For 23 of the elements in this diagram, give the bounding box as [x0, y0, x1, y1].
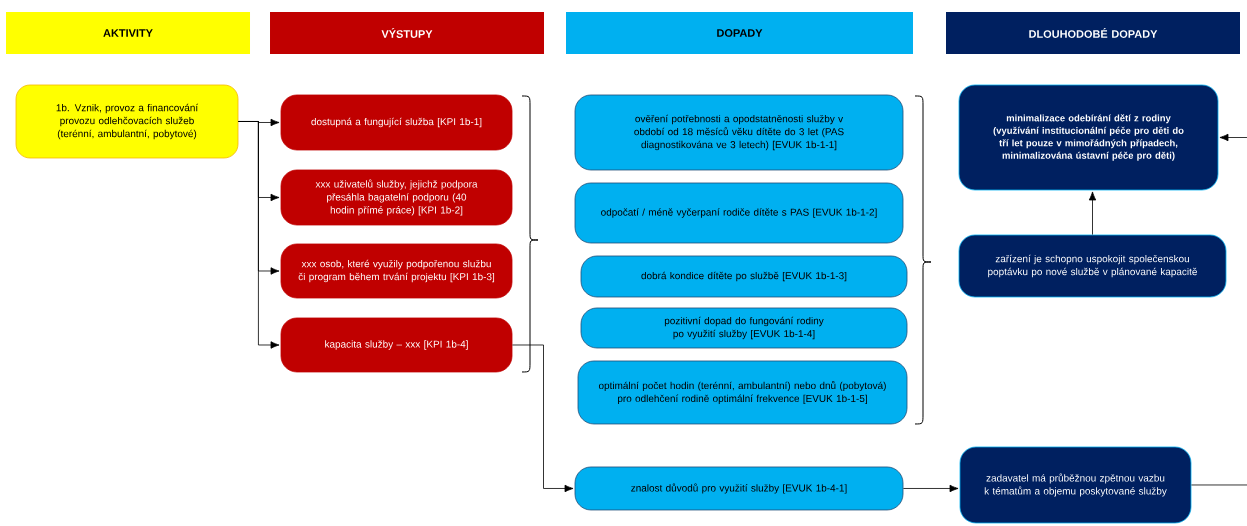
long-term-impact-box: zařízení je schopno uspokojit společenskou poptávku po nové službě v plánované kapacitě — [958, 234, 1227, 298]
arrow — [1088, 191, 1097, 235]
impact-box: pozitivní dopad do fungování rodiny po využití služby [EVUK 1b-1-4] — [580, 307, 908, 349]
impact-box: ověření potřebnosti a opodstatněnosti služby v období od 18 měsíců věku dítěte do 3 let (PAS diagnostikována ve 3 letech) [EVUK 1b-1-1] — [574, 94, 904, 171]
long-term-impact-box: zadavatel má průběžnou zpětnou vazbu k tématům a objemu poskytované služby — [959, 446, 1192, 524]
arrow — [512, 344, 574, 493]
activity-box: 1b. Vznik, provoz a financování provozu odlehčovacích služeb (terénní, ambulantní, pobytové) — [15, 84, 239, 159]
output-box: xxx uživatelů služby, jejichž podpora přesáhla bagatelní podporu (40 hodin přímé práce) [KPI 1b-2] — [280, 169, 513, 226]
long-term-impact-box: minimalizace odebírání dětí z rodiny (využívání institucionální péče pro děti do tří let pouze v mimořádných případech, minimalizována ústavní péče pro děti) — [958, 84, 1219, 191]
output-box: xxx osob, které využily podpořenou službu či program během trvání projektu [KPI 1b-3] — [280, 243, 513, 299]
arrow — [238, 121, 280, 349]
header-band: AKTIVITY — [6, 12, 250, 54]
header-band: DLOUHODOBÉ DOPADY — [946, 12, 1240, 54]
impact-box: odpočatí / méně vyčerpaní rodiče dítěte s PAS [EVUK 1b-1-2] — [574, 182, 904, 244]
arrow — [1219, 133, 1247, 142]
header-band: VÝSTUPY — [270, 12, 544, 54]
impact-box: dobrá kondice dítěte po službě [EVUK 1b-1-3] — [580, 255, 908, 298]
output-box: dostupná a fungující služba [KPI 1b-1] — [280, 94, 513, 151]
header-band: DOPADY — [566, 12, 913, 54]
output-box: kapacita služby – xxx [KPI 1b-4] — [280, 317, 513, 373]
arrow — [903, 484, 959, 493]
impact-box: optimální počet hodin (terénní, ambulantní) nebo dnů (pobytová) pro odlehčení rodině optimální frekvence [EVUK 1b-1-5] — [577, 360, 908, 425]
impact-box: znalost důvodů pro využití služby [EVUK 1b-4-1] — [574, 466, 904, 511]
